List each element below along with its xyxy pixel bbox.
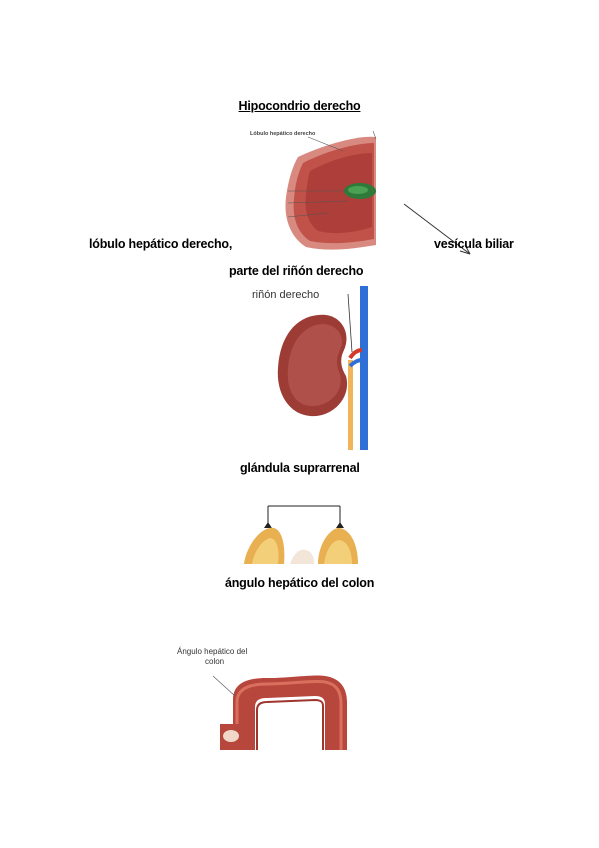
colon-caption-line2: colon [205, 657, 224, 666]
kidney-caption: riñón derecho [252, 289, 319, 301]
kidney-figure: riñón derecho [248, 280, 373, 450]
page-title: Hipocondrio derecho [238, 99, 361, 113]
lobule-label: lóbulo hepático derecho, [89, 237, 233, 251]
colon-caption-line1: Ángulo hepático del [177, 647, 248, 656]
adrenal-figure [240, 500, 362, 564]
liver-figure: Lóbulo hepático derecho [248, 127, 378, 252]
colon-figure: Ángulo hepático del colon [175, 640, 360, 750]
liver-caption: Lóbulo hepático derecho [250, 131, 316, 137]
adrenal-label: glándula suprarrenal [240, 461, 360, 475]
arrow-icon [398, 200, 478, 260]
hepatic-angle-label: ángulo hepático del colon [225, 576, 375, 590]
kidney-part-label: parte del riñón derecho [229, 264, 364, 278]
gallbladder-label: vesícula biliar [434, 237, 514, 251]
